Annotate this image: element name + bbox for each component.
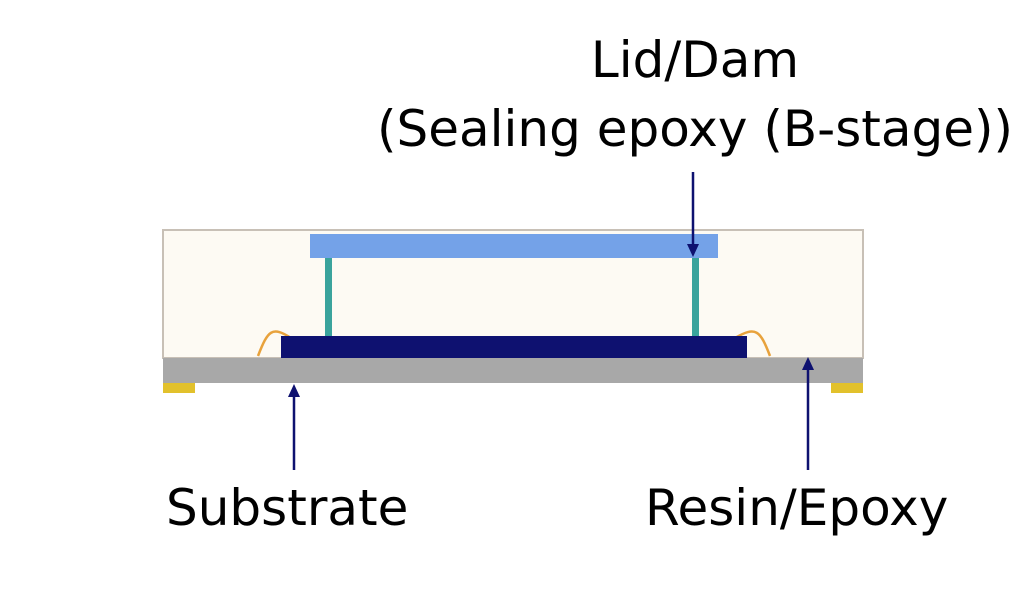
substrate-label: Substrate <box>166 479 409 537</box>
die <box>281 336 747 358</box>
resin-epoxy-label: Resin/Epoxy <box>645 479 949 537</box>
bond-wire-right <box>734 330 772 357</box>
dam-post-left <box>325 256 332 337</box>
substrate <box>163 358 863 383</box>
lid-dam-sublabel: (Sealing epoxy (B-stage)) <box>376 100 1014 158</box>
arrow-lid-dam <box>687 172 699 257</box>
arrow-substrate <box>288 384 300 470</box>
solder-pad-right <box>831 383 863 393</box>
lid-dam-label: Lid/Dam <box>590 31 800 89</box>
lid <box>310 234 718 258</box>
bond-wire-left <box>256 330 292 357</box>
dam-post-right <box>692 256 699 337</box>
arrow-resin-epoxy <box>802 357 814 470</box>
solder-pad-left <box>163 383 195 393</box>
